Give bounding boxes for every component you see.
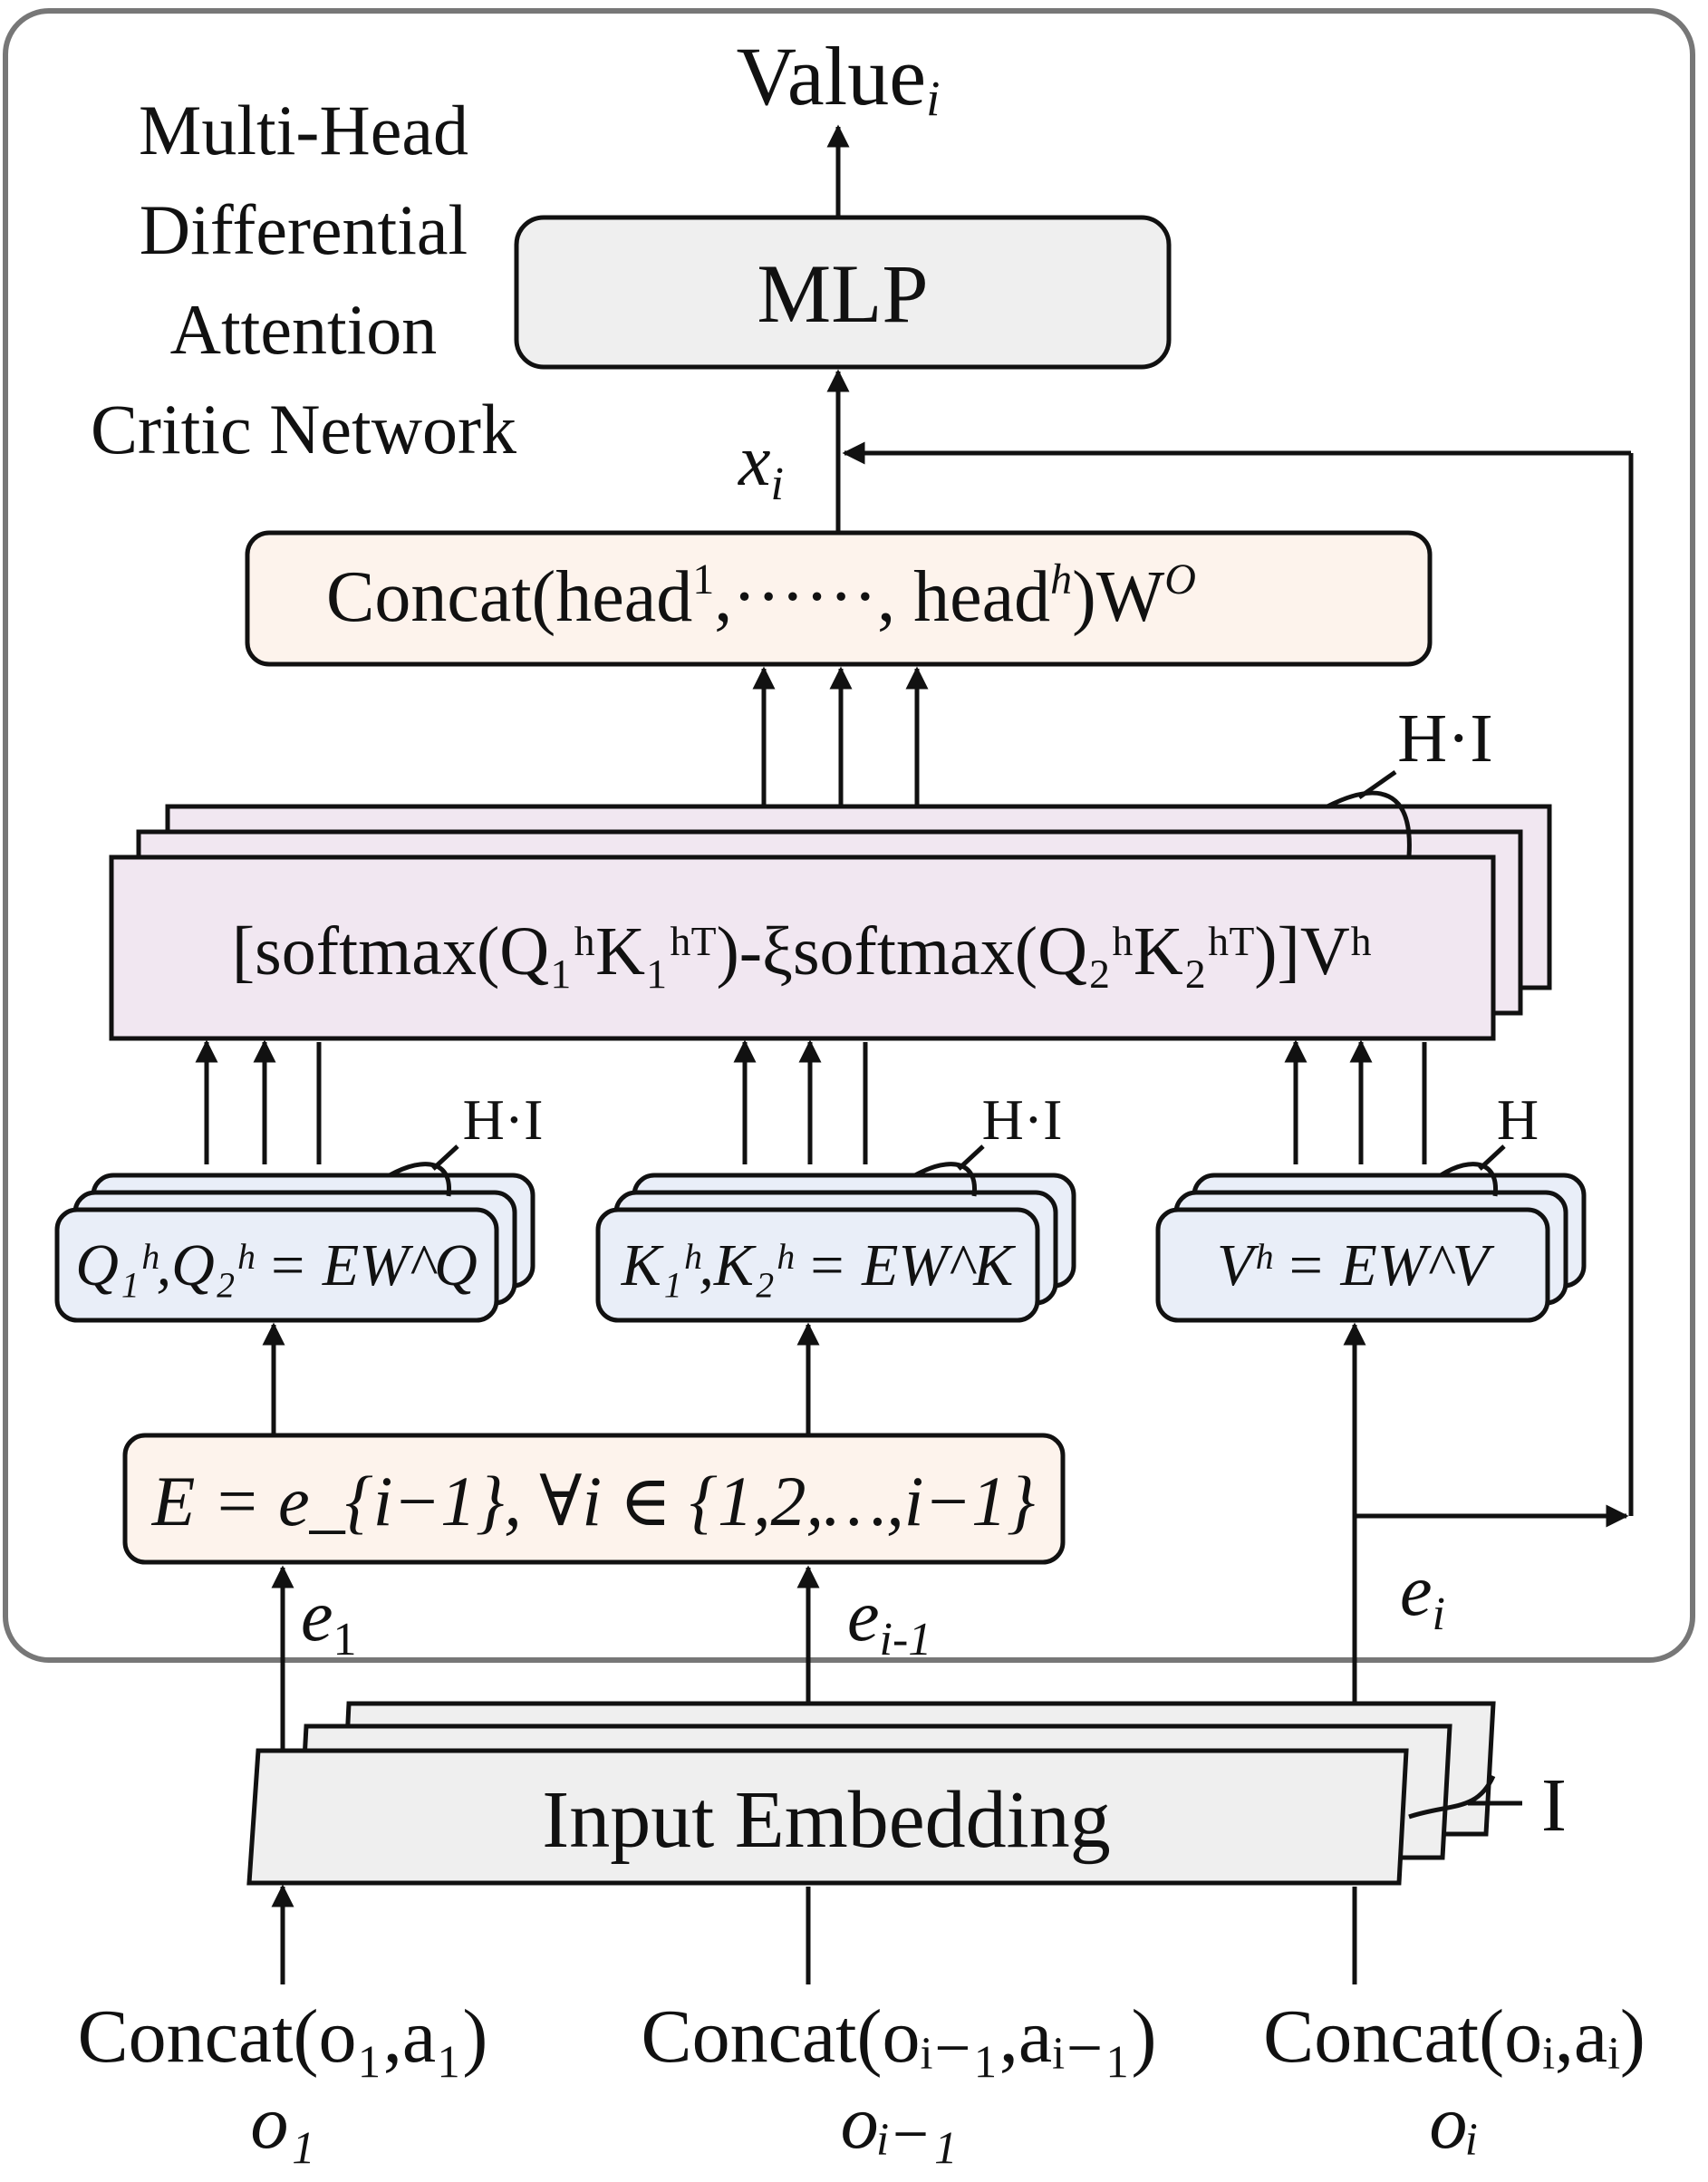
- diff-count-label: H·I: [1397, 700, 1493, 777]
- e1-label: e1: [301, 1577, 357, 1665]
- diff-count-tick: [1357, 769, 1397, 800]
- input-3-concat: Concat(oᵢ,aᵢ): [1263, 1994, 1645, 2079]
- diff-layer-front: [109, 854, 1496, 1041]
- input-1-concat: Concat(o₁,a₁): [78, 1994, 488, 2079]
- title-line-4: Critic Network: [91, 390, 516, 468]
- q-formula: Q₁ʰ,Q₂ʰ = EW^Q: [75, 1232, 478, 1299]
- diff-attention-formula: [softmax(Q₁ʰK₁ʰᵀ)-ξsoftmax(Q₂ʰK₂ʰᵀ)]Vʰ: [232, 913, 1372, 990]
- mlp-box: [514, 215, 1172, 370]
- concat-heads-label: Concat(head1,······, headh)WO: [326, 555, 1196, 637]
- input-2-obs: oᵢ₋₁: [841, 2081, 958, 2165]
- k-formula: K₁ʰ,K₂ʰ = EW^K: [621, 1232, 1017, 1299]
- k-count-label: H·I: [982, 1087, 1063, 1152]
- eim1-label: ei-1: [847, 1577, 931, 1665]
- q-projection-stack: Q₁ʰ,Q₂ʰ = EW^Q: [54, 1173, 536, 1323]
- k-count-tick: [957, 1144, 985, 1171]
- output-value-label: Valuei: [737, 30, 941, 126]
- q-layer-front: [54, 1207, 499, 1323]
- v-layer-front: [1155, 1207, 1550, 1323]
- v-formula: Vʰ = EW^V: [1217, 1232, 1495, 1299]
- network-title: Multi-Head Differential Attention Critic…: [91, 91, 516, 468]
- e-box: [122, 1433, 1066, 1565]
- embed-count-brace: [1408, 1774, 1496, 1820]
- v-count-label: H: [1497, 1087, 1539, 1152]
- ei-label: ei: [1400, 1551, 1445, 1640]
- mlp-label: MLP: [757, 247, 928, 340]
- title-line-1: Multi-Head: [139, 91, 468, 169]
- embed-layer-front: [246, 1748, 1409, 1886]
- concat-heads-box: [245, 530, 1433, 667]
- v-count-tick: [1478, 1144, 1506, 1171]
- diff-attention-stack: [softmax(Q₁ʰK₁ʰᵀ)-ξsoftmax(Q₂ʰK₂ʰᵀ)]Vʰ: [109, 804, 1552, 1041]
- title-line-2: Differential: [140, 190, 468, 269]
- input-embedding-stack: Input Embedding: [246, 1701, 1496, 1886]
- diff-count-brace: [1326, 790, 1412, 857]
- input-2-concat: Concat(oᵢ₋₁,aᵢ₋₁): [642, 1994, 1157, 2079]
- critic-network-frame: [3, 8, 1695, 1663]
- embed-count-label: I: [1541, 1763, 1567, 1848]
- k-layer-front: [595, 1207, 1040, 1323]
- v-projection-stack: Vʰ = EW^V: [1155, 1173, 1587, 1323]
- input-embedding-label: Input Embedding: [542, 1775, 1110, 1865]
- title-line-3: Attention: [170, 290, 438, 369]
- input-1-obs: o₁: [250, 2081, 314, 2165]
- e-formula: E = e_{i−1}, ∀i ∈ {1,2,…,i−1}: [151, 1462, 1036, 1540]
- q-count-tick: [431, 1144, 459, 1171]
- input-3-obs: oᵢ: [1429, 2081, 1479, 2165]
- q-count-label: H·I: [463, 1087, 544, 1152]
- xi-label: xi: [738, 421, 784, 510]
- k-projection-stack: K₁ʰ,K₂ʰ = EW^K: [595, 1173, 1076, 1323]
